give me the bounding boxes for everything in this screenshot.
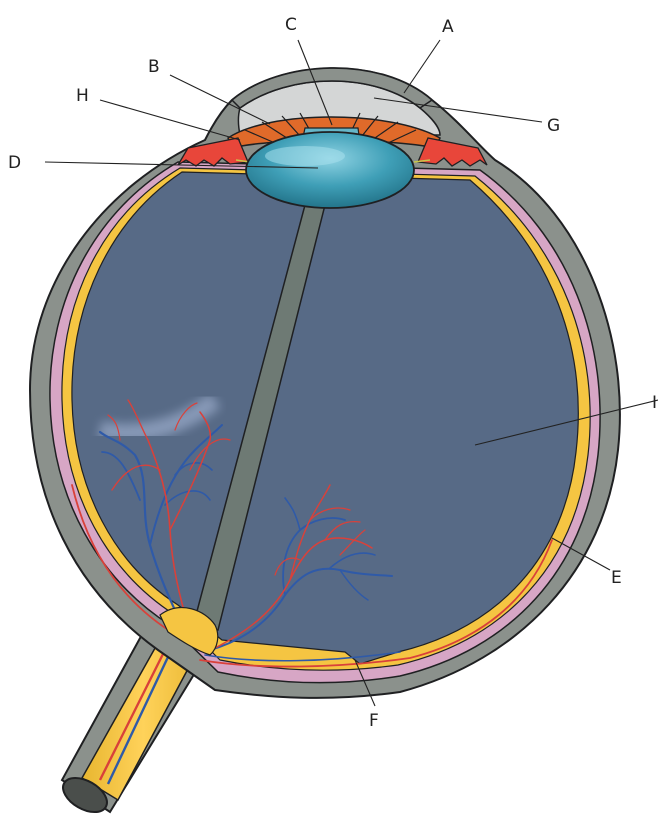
label-g: G [547,116,560,136]
label-a: A [442,17,454,37]
label-b: B [148,57,160,77]
label-f: F [369,711,379,731]
label-i: I [652,393,657,413]
label-c: C [285,15,297,35]
lens [246,132,414,208]
label-h: H [76,86,89,106]
label-d: D [8,153,21,173]
leader-a [404,40,440,93]
lens-highlight [265,146,345,166]
label-e: E [611,568,622,588]
